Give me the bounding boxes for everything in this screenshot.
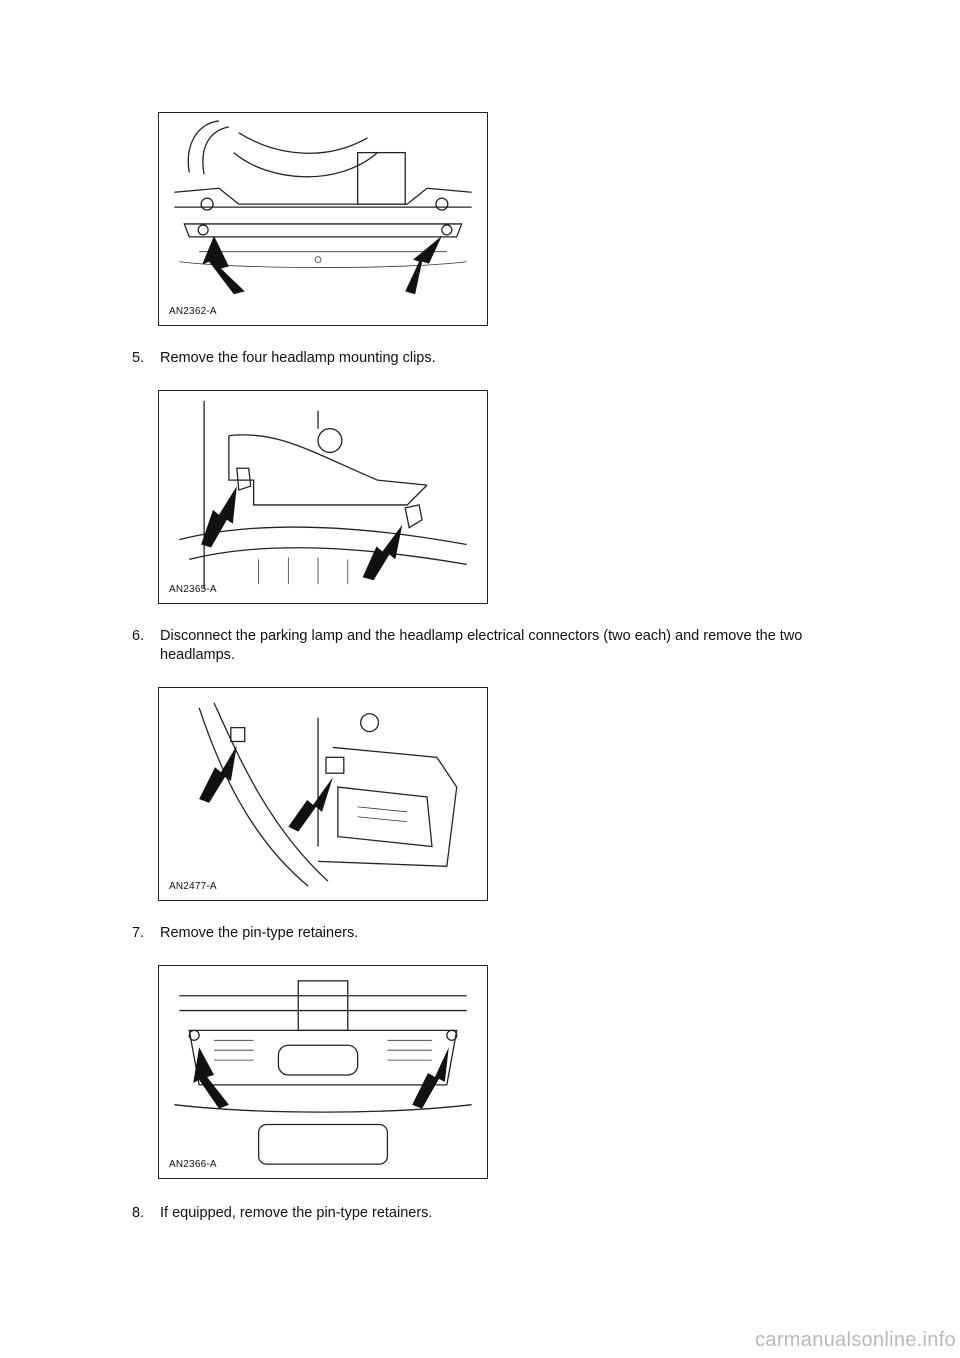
- watermark-text: carmanualsonline.info: [755, 1329, 956, 1351]
- grille-retainers-illustration: [174, 980, 472, 1165]
- radiator-support-illustration: [174, 120, 472, 295]
- step-text: Remove the pin-type retainers.: [160, 925, 359, 941]
- figure-label: AN2362-A: [169, 306, 217, 317]
- step-text: Disconnect the parking lamp and the head…: [160, 628, 803, 663]
- figure-an2365: AN2365-A: [158, 390, 488, 604]
- figure-an2366: AN2366-A: [158, 965, 488, 1179]
- step-number: 7.: [132, 925, 145, 941]
- figure-label: AN2365-A: [169, 584, 217, 595]
- step-number: 8.: [132, 1205, 145, 1221]
- step-text: Remove the four headlamp mounting clips.: [160, 350, 436, 366]
- step-number: 5.: [132, 350, 145, 366]
- figure-label: AN2366-A: [169, 1159, 217, 1170]
- step-text: If equipped, remove the pin-type retaine…: [160, 1205, 433, 1221]
- figure-an2362: AN2362-A: [158, 112, 488, 326]
- headlamp-connectors-illustration: [198, 702, 458, 887]
- headlamp-clips-illustration: [179, 400, 467, 590]
- figure-an2477: AN2477-A: [158, 687, 488, 901]
- figure-label: AN2477-A: [169, 881, 217, 892]
- step-number: 6.: [132, 628, 145, 644]
